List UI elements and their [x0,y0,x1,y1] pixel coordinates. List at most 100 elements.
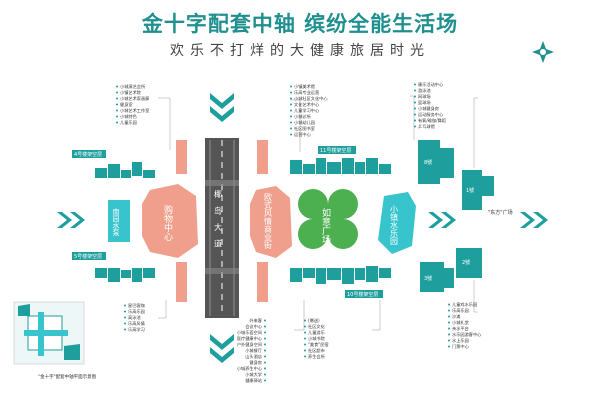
callout-item-left-top: 小城艺术工作室 [120,107,149,114]
european-street-label: 欧式风情商业街 [264,192,273,250]
callout-item-right-top: 篮球场 [418,99,431,106]
callout-item-bottom-mid: 社区超市 [308,347,325,354]
right-label-3: 3號 [424,275,432,282]
central-road [205,138,239,318]
callout-bullet-icon [264,343,266,346]
callout-item-left-bottom: 高泳池 [128,314,141,321]
strip-right-top [257,140,268,174]
callout-lists: 小城演艺会所小镇艺术院小城艺术家画廊健身室小城艺术工作室小城特色儿童乐园星巴客咖… [116,81,482,384]
european-street-block [250,186,292,258]
callout-item-left-top: 儿童乐园 [120,119,137,126]
shopping-mall-label: 购物中心 [162,204,173,241]
strip-right-bottom [257,262,268,302]
callout-bullet-icon [304,355,306,358]
callout-item-bottom-center: 小城大学 [245,371,262,378]
callout-item-top-center: 乐高专业运营 [294,89,319,96]
callout-bullet-icon [290,91,292,94]
callout-bullet-icon [304,349,306,352]
callout-item-left-bottom: 星巴客咖 [128,302,145,309]
callout-bullet-icon [290,115,292,118]
callout-item-bottom-center: 户外健身空间 [237,341,262,348]
callout-bullet-icon [414,125,416,128]
callout-bullet-icon [264,367,266,370]
building-row-5 [95,268,155,282]
compass-icon [532,41,554,63]
right-label-1: 1號 [466,187,474,194]
callout-bullet-icon [414,119,416,122]
callout-item-top-center: 小城社区文化中心 [294,95,328,102]
callout-item-bottom-center: 健康驿站 [245,377,262,384]
chevron-right-icon-far [520,212,548,228]
strip-left-bottom [176,262,187,302]
chevron-right-icon-right [428,212,456,228]
callout-item-right-bottom: 儿童戏水乐园 [452,301,477,308]
callout-bullet-icon [124,322,126,325]
building-row-4 [95,162,155,178]
callout-item-top-center: 小城诊所 [294,113,311,120]
callout-item-right-top: 网球场 [418,93,431,100]
callout-bullet-icon [116,109,118,112]
callout-bullet-icon [304,343,306,346]
callout-bullet-icon [414,101,416,104]
callout-bullet-icon [264,325,266,328]
callout-bullet-icon [414,83,416,86]
callout-item-right-bottom: 水乐园游客中心 [452,331,482,338]
callout-bullet-icon [116,91,118,94]
callout-bullet-icon [290,103,292,106]
ruyi-plaza [298,189,358,249]
callout-item-top-center: 文化艺术中心 [294,101,320,108]
callout-item-right-bottom: 门票中心 [452,343,470,350]
callout-bullet-icon [116,103,118,106]
road-label: 椰 岛 大 道 [214,189,223,251]
callout-bullet-icon [290,127,292,130]
callout-bullet-icon [264,355,266,358]
callout-bullet-icon [290,133,292,136]
callout-bullet-icon [304,325,306,328]
callout-bullet-icon [264,331,266,334]
callout-bullet-icon [264,373,266,376]
callout-item-right-top: 乒乓球馆 [418,123,435,130]
page-subtitle: 欢乐不打烊的大健康旅居时光 [170,43,430,59]
inset-map [13,301,85,365]
callout-bullet-icon [414,107,416,110]
callout-bullet-icon [448,339,450,342]
callout-item-bottom-mid: "美食"民宿 [308,341,329,348]
callout-bullet-icon [448,309,450,312]
callout-bullet-icon [304,337,306,340]
callout-bullet-icon [124,310,126,313]
callout-bullet-icon [290,85,292,88]
callout-item-right-bottom: 水上乐园 [452,337,469,344]
badge-4: 4号楼架空层 [72,150,106,158]
callout-bullet-icon [448,315,450,318]
callout-item-top-center: 运营中心 [294,131,312,138]
callout-bullet-icon [264,379,266,382]
callout-item-right-bottom: 沙滩 [452,313,460,320]
callout-bullet-icon [264,319,266,322]
callout-bullet-icon [290,121,292,124]
callout-bullet-icon [124,304,126,307]
callout-bullet-icon [414,89,416,92]
callout-item-left-bottom: 乐高学习 [128,326,145,333]
callout-bullet-icon [264,337,266,340]
callout-bullet-icon [264,361,266,364]
callout-item-bottom-center: 小城餐厅 [245,347,262,354]
hall-label: "东方"广场 [488,209,513,216]
callout-item-bottom-mid: 社区文化 [308,323,326,330]
callout-item-right-bottom: 乐高乐园 [452,307,469,314]
callout-bullet-icon [304,331,306,334]
callout-bullet-icon [116,115,118,118]
svg-text:5号楼架空层: 5号楼架空层 [74,253,102,260]
svg-text:10号楼架空层: 10号楼架空层 [347,291,378,298]
building-row-11 [290,158,391,174]
svg-text:11号楼架空层: 11号楼架空层 [320,147,351,154]
chevron-down-icon-top [210,93,234,122]
ruyi-plaza-label: 如意广场 [320,207,331,245]
shopping-mall-block [142,184,198,258]
callout-item-left-top: 小镇艺术院 [120,89,142,96]
callout-bullet-icon [448,345,450,348]
callout-item-top-center: 儿童学习中心 [294,107,320,114]
badge-10: 10号楼架空层 [345,290,383,298]
svg-text:4号楼架空层: 4号楼架空层 [74,151,102,158]
badge-11: 11号楼架空层 [318,146,356,154]
